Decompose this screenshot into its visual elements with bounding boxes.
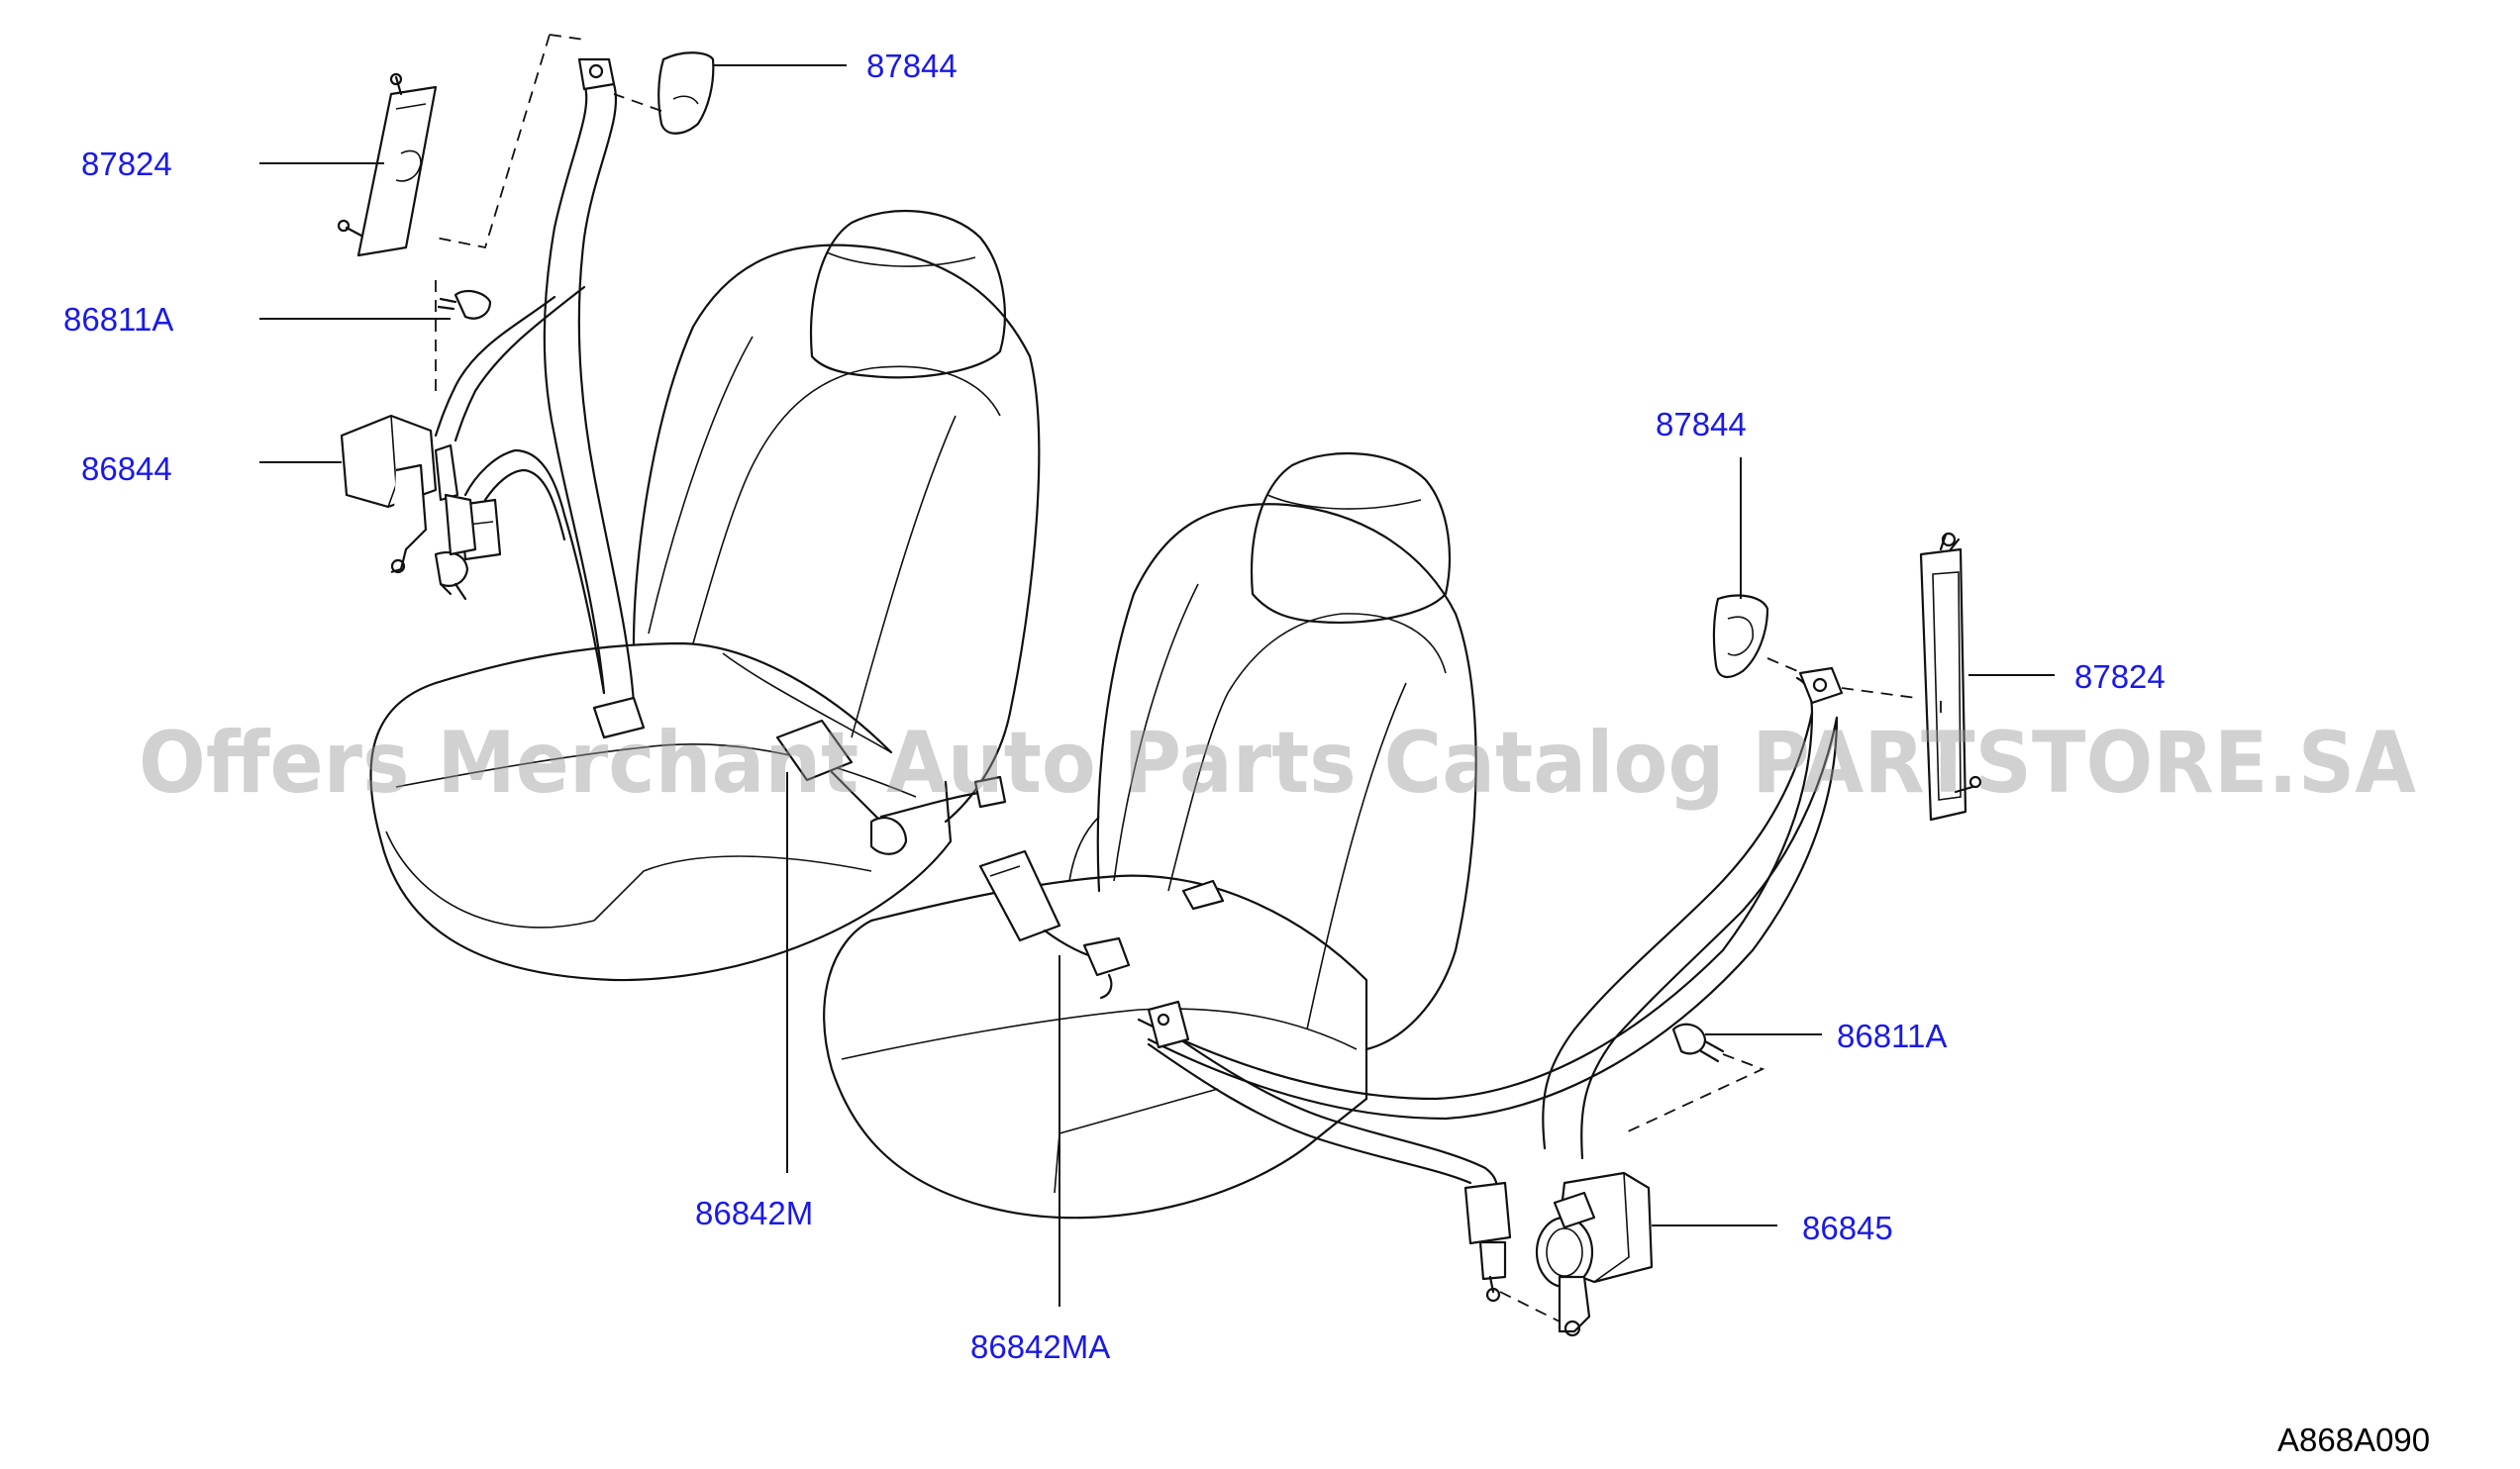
leader-lines: [259, 64, 2055, 1307]
left-seat: [369, 209, 1041, 982]
part-label-86842m[interactable]: 86842M: [695, 1195, 813, 1231]
part-label-87824-right[interactable]: 87824: [2074, 658, 2166, 695]
left-part-87824: [337, 34, 585, 257]
watermark-text: Offers Merchant Auto Parts Catalog PARTS…: [139, 714, 2416, 813]
part-label-86842ma[interactable]: 86842MA: [970, 1328, 1110, 1365]
part-label-87824-left[interactable]: 87824: [81, 146, 172, 182]
left-part-86844-retractor: [340, 414, 477, 601]
right-part-86811a: [1623, 1023, 1765, 1134]
right-part-87824: [1841, 532, 1982, 822]
part-label-86845-right[interactable]: 86845: [1802, 1210, 1893, 1246]
right-seat: [823, 451, 1477, 1220]
part-label-86811a-left[interactable]: 86811A: [63, 301, 173, 338]
right-part-86845-retractor: [1535, 1171, 1654, 1337]
right-part-87844: [1712, 594, 1803, 679]
part-label-87844-left[interactable]: 87844: [866, 48, 958, 84]
part-label-87844-right[interactable]: 87844: [1656, 406, 1747, 442]
right-seat-belt: [978, 666, 1844, 1323]
part-labels: 87844 87824 86811A 86844 86842M 86842MA …: [63, 48, 2166, 1365]
part-label-86844-left[interactable]: 86844: [81, 450, 172, 487]
part-label-86811a-right[interactable]: 86811A: [1837, 1018, 1947, 1054]
left-part-86811a: [435, 280, 492, 391]
drawing-code: A868A090: [2277, 1421, 2430, 1458]
left-part-87844: [613, 51, 715, 135]
